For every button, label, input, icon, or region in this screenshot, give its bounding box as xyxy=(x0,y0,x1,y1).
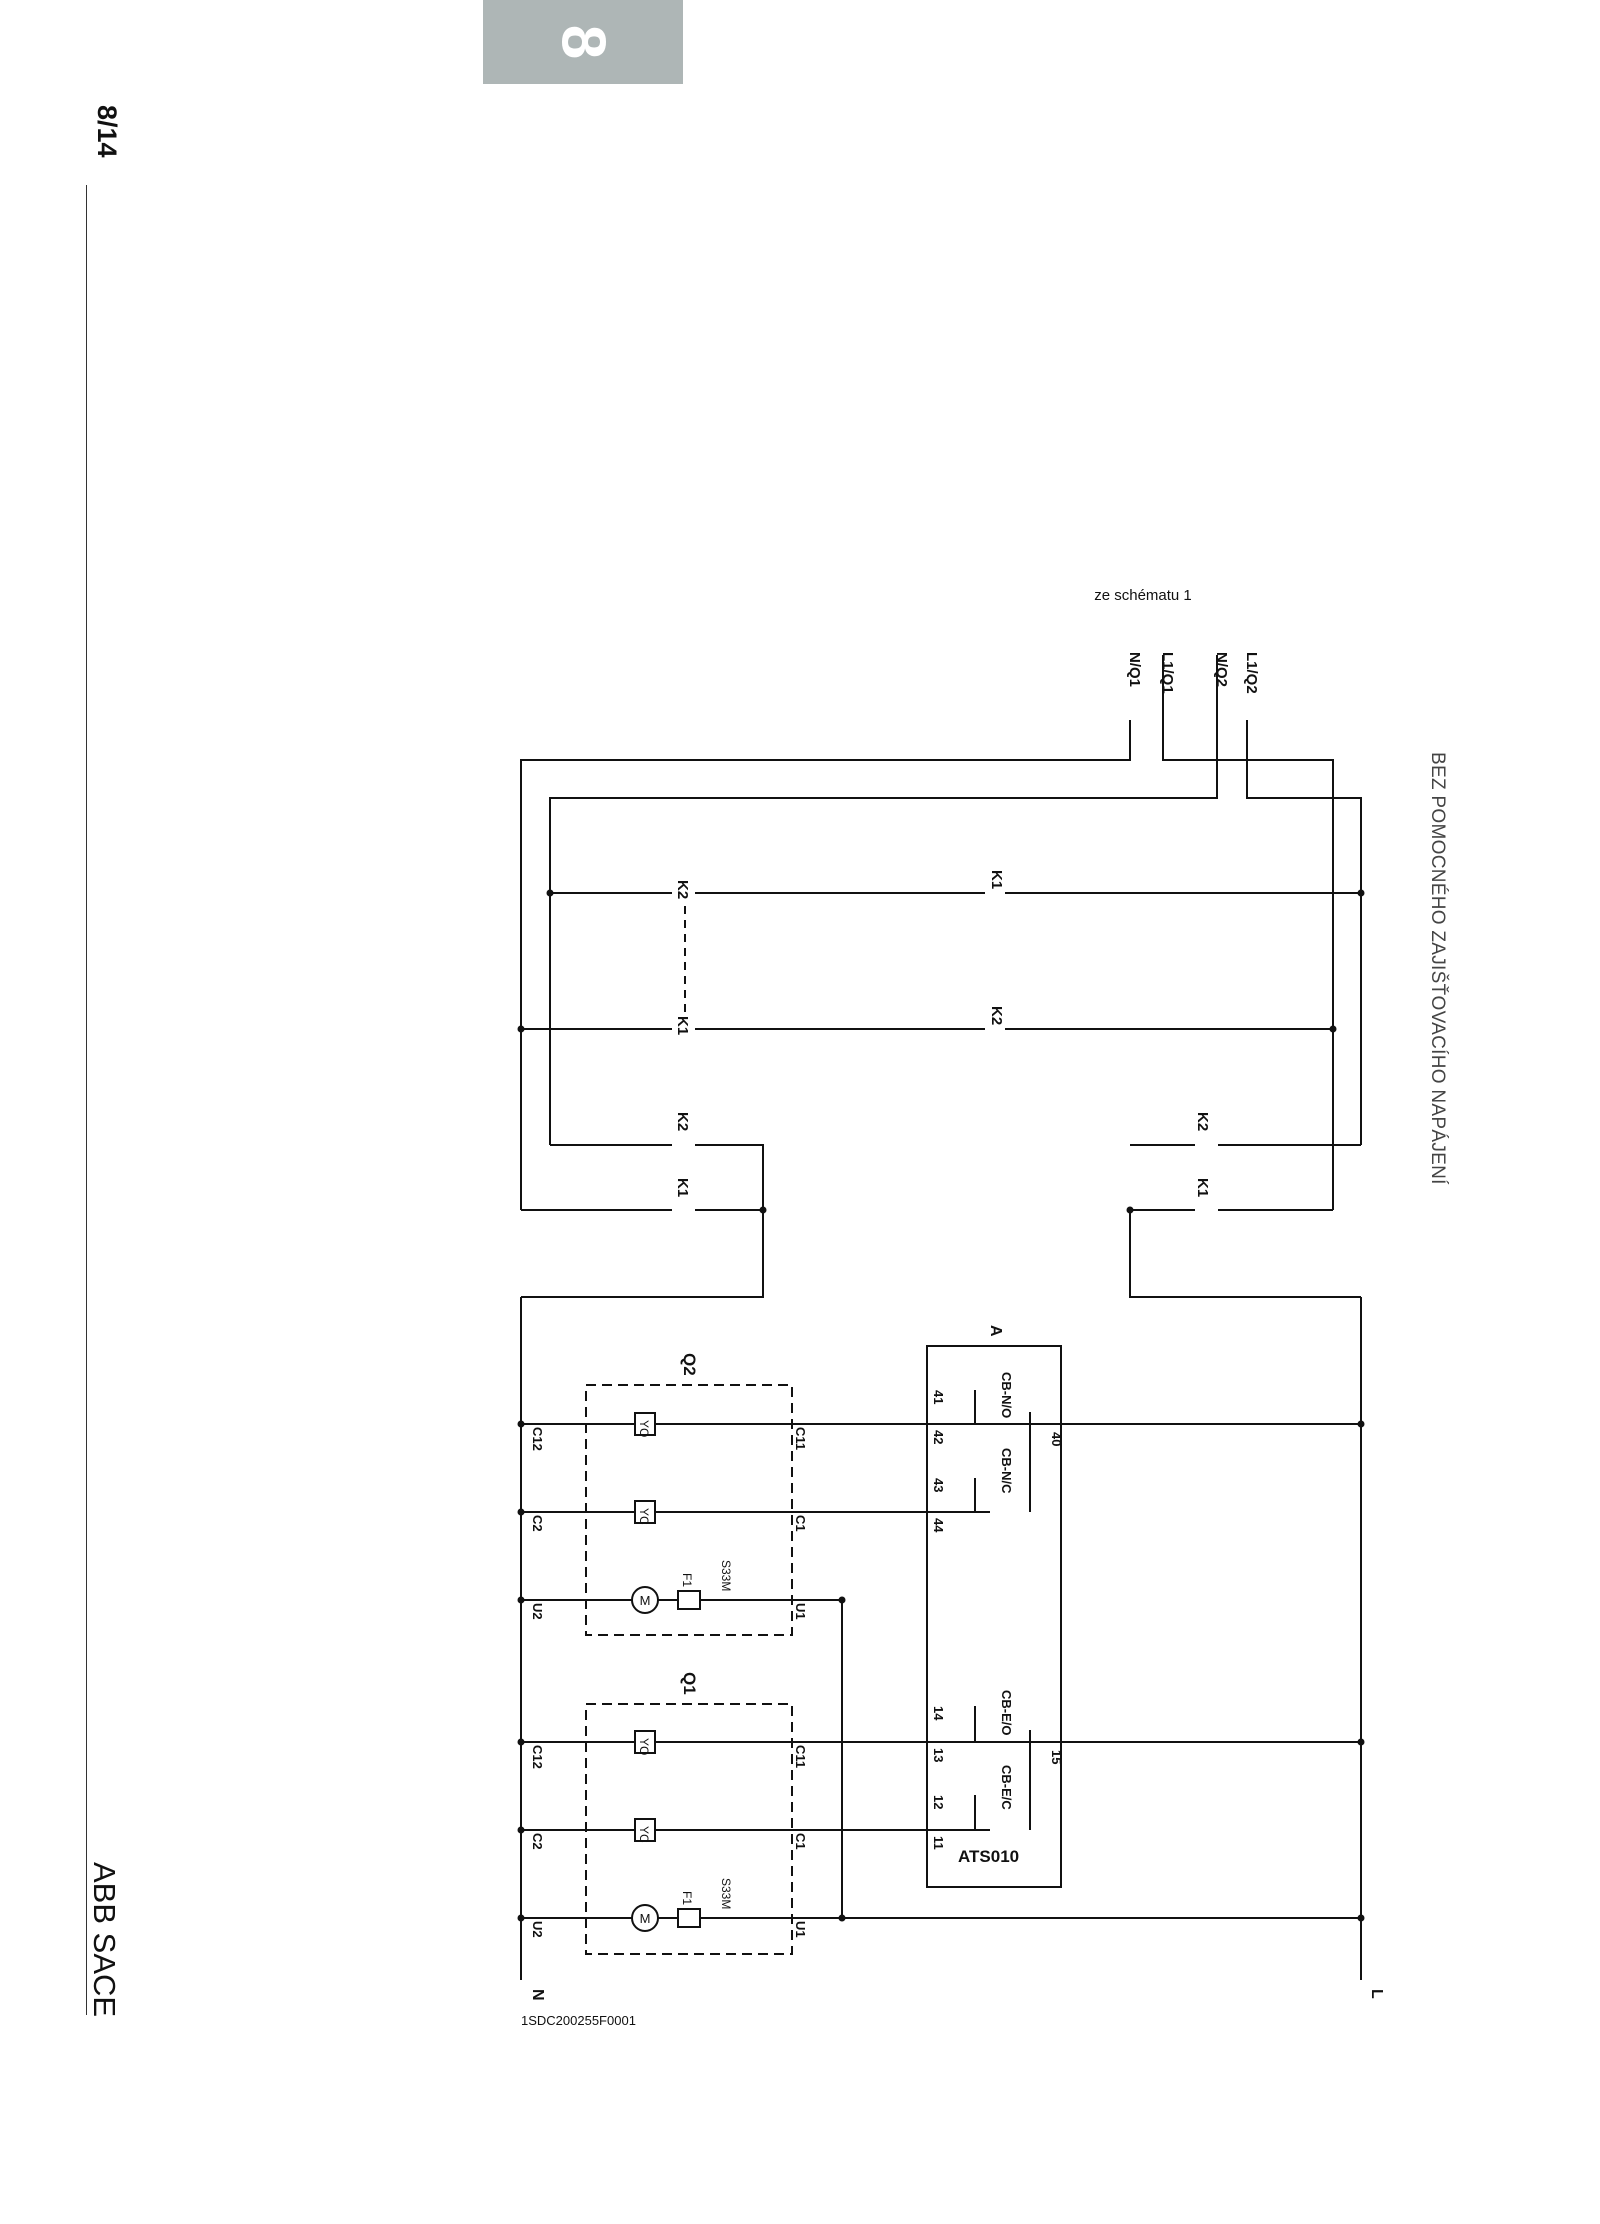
q2-label: Q2 xyxy=(680,1353,699,1376)
q2-switch-label: S33M xyxy=(719,1560,733,1591)
line-rail-label: L xyxy=(1368,1989,1385,1999)
wire-label-n-q1: N/Q1 xyxy=(1126,652,1143,687)
transfer-k1-q2-label: K1 xyxy=(674,1178,691,1197)
wire-label-n-q2: N/Q2 xyxy=(1213,652,1230,687)
ats-terminal-43: 43 xyxy=(931,1478,946,1492)
wire-l1-q2 xyxy=(1246,720,1362,1145)
q2-feed-wire xyxy=(521,1210,764,1298)
q1-c11-label: C11 xyxy=(793,1745,808,1768)
contact-k2-label: K2 xyxy=(988,1006,1005,1025)
q1-u2-label: U2 xyxy=(530,1921,545,1938)
q1-label: Q1 xyxy=(680,1672,699,1695)
contact-k1-label: K1 xyxy=(988,870,1005,889)
transfer-k2-q2-label: K2 xyxy=(674,1112,691,1131)
wire-n-q1 xyxy=(520,720,1131,1210)
q2-c2-label: C2 xyxy=(530,1515,545,1532)
q1-switch-label: S33M xyxy=(719,1878,733,1909)
source-note: ze schématu 1 xyxy=(1094,587,1192,604)
neutral-rail-label: N xyxy=(529,1989,546,2001)
ats-name: ATS010 xyxy=(958,1847,1019,1866)
ats-terminal-41: 41 xyxy=(931,1390,946,1404)
ats-cb-no-label: CB-N/O xyxy=(999,1372,1014,1418)
ats-terminal-42: 42 xyxy=(931,1430,946,1444)
q2-c1-label: C1 xyxy=(793,1515,808,1532)
ats-terminal-40: 40 xyxy=(1049,1432,1064,1446)
q1-c2-label: C2 xyxy=(530,1833,545,1850)
ats-cb-eo-label: CB-E/O xyxy=(999,1690,1014,1736)
q2-motor-label: M xyxy=(640,1593,651,1608)
q1-yo-label: YO xyxy=(637,1738,651,1755)
ats-terminal-11: 11 xyxy=(931,1836,946,1850)
q2-u1-label: U1 xyxy=(793,1603,808,1620)
q1-motor-label: M xyxy=(640,1911,651,1926)
q1-c12-label: C12 xyxy=(530,1745,545,1769)
ats010-box xyxy=(926,1345,1062,1888)
transfer-k2-q1-label: K2 xyxy=(1194,1112,1211,1131)
q2-breaker-box xyxy=(585,1384,793,1636)
wire-label-l1-q1: L1/Q1 xyxy=(1159,652,1176,694)
q1-feed-wire xyxy=(1129,1210,1361,1298)
wire-label-l1-q2: L1/Q2 xyxy=(1243,652,1260,694)
drawing-code: 1SDC200255F0001 xyxy=(521,2013,636,2028)
wire-n-q2 xyxy=(549,655,1218,1145)
ats-terminal-12: 12 xyxy=(931,1795,946,1809)
ats-cb-ec-label: CB-E/C xyxy=(999,1765,1014,1810)
q2-yc-label: YC xyxy=(637,1508,651,1525)
q2-c11-label: C11 xyxy=(793,1427,808,1450)
transfer-k1-q1-label: K1 xyxy=(1194,1178,1211,1197)
ats-terminal-14: 14 xyxy=(931,1706,946,1721)
coil-k1-label: K1 xyxy=(674,1016,691,1035)
q1-c1-label: C1 xyxy=(793,1833,808,1850)
coil-k2-label: K2 xyxy=(674,880,691,899)
q2-fuse-label: F1 xyxy=(680,1573,694,1587)
chapter-tab: 8 xyxy=(483,0,683,84)
ats-label-a: A xyxy=(987,1325,1004,1337)
q2-c12-label: C12 xyxy=(530,1427,545,1451)
ats-terminal-15: 15 xyxy=(1049,1750,1064,1764)
ats-terminal-13: 13 xyxy=(931,1748,946,1762)
margin-rule xyxy=(86,185,87,2015)
ats-terminal-44: 44 xyxy=(931,1518,946,1533)
q1-yc-label: YC xyxy=(637,1826,651,1843)
ats-cb-nc-label: CB-N/C xyxy=(999,1448,1014,1494)
q1-fuse-label: F1 xyxy=(680,1891,694,1905)
q2-yo-label: YO xyxy=(637,1420,651,1437)
q1-u1-label: U1 xyxy=(793,1921,808,1938)
q2-u2-label: U2 xyxy=(530,1603,545,1620)
